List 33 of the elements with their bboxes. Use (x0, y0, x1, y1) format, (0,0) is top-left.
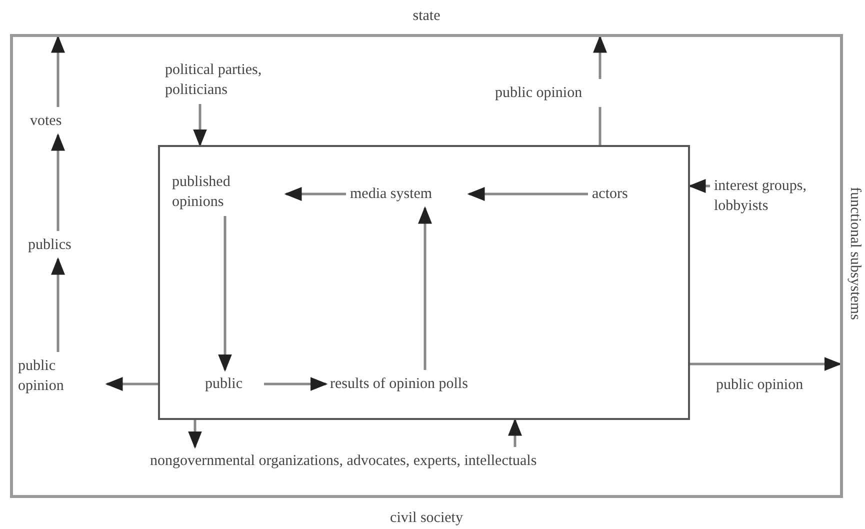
frame-heading: functional subsystems (846, 187, 864, 320)
text-label: publics (28, 235, 90, 255)
arrow (467, 187, 588, 201)
frame-heading: civil society (389, 509, 464, 527)
arrow (690, 357, 842, 371)
text-label: political parties, politicians (165, 60, 290, 100)
arrow (593, 35, 607, 79)
frame-heading: state (412, 7, 442, 25)
arrow (284, 187, 346, 201)
text-label: interest groups, lobbyists (714, 176, 826, 234)
text-label: public (205, 374, 260, 394)
connector-line (598, 107, 602, 145)
arrow (188, 420, 202, 449)
text-label: public opinion (495, 83, 625, 103)
text-label: nongovernmental organizations, advocates, experts, intellectuals (150, 451, 542, 471)
arrow (51, 257, 65, 352)
arrow (193, 104, 207, 147)
text-label: results of opinion polls (330, 374, 530, 394)
text-label: votes (30, 111, 90, 131)
text-label: media system (350, 184, 465, 204)
arrow (688, 179, 710, 193)
arrow (51, 133, 65, 231)
text-label: published opinions (172, 172, 282, 212)
edge-label: public opinion (716, 376, 804, 394)
arrow (105, 377, 158, 391)
arrow (418, 206, 432, 370)
arrow (218, 216, 232, 372)
text-label: public opinion (18, 356, 103, 396)
arrow (264, 377, 328, 391)
system-box (158, 145, 690, 420)
text-label: actors (592, 184, 652, 204)
arrow (508, 418, 522, 447)
arrow (51, 35, 65, 107)
